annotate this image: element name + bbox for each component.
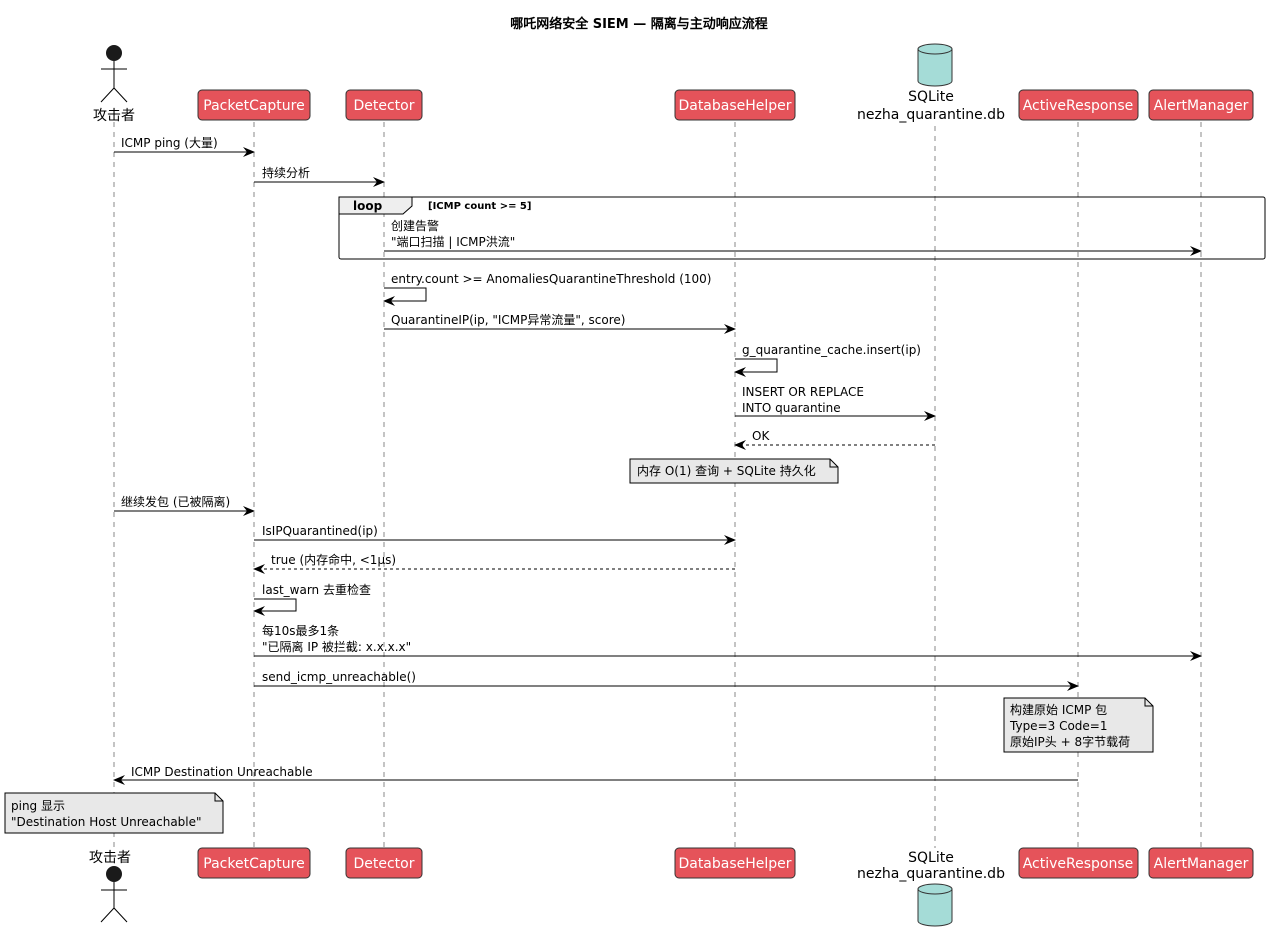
messages: ICMP ping (大量) 持续分析 创建告警 "端口扫描 | ICMP洪流"… — [113, 136, 1202, 785]
message-label: ICMP ping (大量) — [121, 136, 218, 150]
actor-head-icon — [106, 866, 122, 882]
message-label: send_icmp_unreachable() — [262, 670, 416, 684]
participant-capture-bottom: PacketCapture — [197, 847, 311, 879]
participant-label-active: ActiveResponse — [1023, 98, 1134, 114]
note-text: 内存 O(1) 查询 + SQLite 持久化 — [637, 463, 816, 478]
message-label: 继续发包 (已被隔离) — [121, 494, 230, 509]
participant-label-attacker-bottom: 攻击者 — [89, 850, 131, 866]
database-icon — [917, 49, 953, 87]
self-message-arrow — [734, 358, 778, 377]
participant-label-attacker: 攻击者 — [93, 108, 135, 124]
self-message-arrow — [383, 287, 427, 306]
lifelines — [113, 122, 1202, 848]
message-label: g_quarantine_cache.insert(ip) — [742, 343, 921, 357]
note-text: 构建原始 ICMP 包 — [1010, 702, 1107, 717]
participant-label-sqlite-file-bottom: nezha_quarantine.db — [857, 866, 1005, 882]
note-memory-query: 内存 O(1) 查询 + SQLite 持久化 — [629, 458, 839, 484]
database-icon — [917, 889, 953, 927]
participant-detector-top: Detector — [345, 89, 423, 121]
message-label: last_warn 去重检查 — [262, 582, 371, 597]
self-message-arrow — [253, 598, 297, 616]
message-label: IsIPQuarantined(ip) — [262, 524, 378, 538]
participant-label-active-bottom: ActiveResponse — [1023, 856, 1134, 872]
message-label: OK — [752, 429, 770, 443]
participant-active-bottom: ActiveResponse — [1018, 847, 1139, 879]
message-label: ICMP Destination Unreachable — [131, 765, 313, 779]
note-ping-display: ping 显示 "Destination Host Unreachable" — [4, 792, 224, 834]
message-label: 每10s最多1条 — [262, 623, 339, 638]
loop-condition: [ICMP count >= 5] — [428, 201, 531, 212]
loop-fragment: loop [ICMP count >= 5] — [338, 196, 1266, 260]
loop-keyword: loop — [353, 199, 383, 213]
note-text: "Destination Host Unreachable" — [11, 815, 202, 829]
message-label: 创建告警 — [391, 218, 439, 233]
note-icmp-packet: 构建原始 ICMP 包 Type=3 Code=1 原始IP头 + 8字节载荷 — [1003, 697, 1154, 753]
notes: 内存 O(1) 查询 + SQLite 持久化 构建原始 ICMP 包 Type… — [4, 458, 1154, 834]
diagram-title: 哪吒网络安全 SIEM — 隔离与主动响应流程 — [510, 16, 768, 32]
top-participants: 攻击者 PacketCapture Detector DatabaseHelpe… — [93, 43, 1254, 124]
participant-label-sqlite-file: nezha_quarantine.db — [857, 107, 1005, 123]
note-text: ping 显示 — [11, 799, 65, 813]
participant-label-alert-bottom: AlertManager — [1154, 856, 1249, 872]
message-label: INSERT OR REPLACE — [742, 385, 864, 399]
actor-head-icon — [106, 45, 122, 61]
participant-label-capture: PacketCapture — [203, 98, 304, 114]
message-label: "端口扫描 | ICMP洪流" — [391, 235, 515, 249]
participant-label-sqlite-name-bottom: SQLite — [908, 850, 954, 866]
participant-active-top: ActiveResponse — [1018, 89, 1139, 121]
participant-dbhelper-top: DatabaseHelper — [674, 89, 796, 121]
participant-label-dbhelper: DatabaseHelper — [678, 98, 791, 114]
participant-capture-top: PacketCapture — [197, 89, 311, 121]
participant-alert-bottom: AlertManager — [1148, 847, 1254, 879]
participant-label-detector: Detector — [353, 98, 414, 114]
database-sqlite-bottom: SQLite nezha_quarantine.db — [857, 850, 1005, 927]
participant-label-sqlite-name: SQLite — [908, 89, 954, 105]
database-sqlite-top: SQLite nezha_quarantine.db — [857, 43, 1005, 123]
participant-label-alert: AlertManager — [1154, 98, 1249, 114]
note-text: Type=3 Code=1 — [1009, 719, 1107, 733]
message-label: QuarantineIP(ip, "ICMP异常流量", score) — [391, 313, 625, 327]
participant-label-capture-bottom: PacketCapture — [203, 856, 304, 872]
participant-detector-bottom: Detector — [345, 847, 423, 879]
note-text: 原始IP头 + 8字节载荷 — [1010, 734, 1130, 749]
message-label: true (内存命中, <1μs) — [271, 552, 396, 567]
participant-dbhelper-bottom: DatabaseHelper — [674, 847, 796, 879]
participant-label-dbhelper-bottom: DatabaseHelper — [678, 856, 791, 872]
attacker-actor-bottom: 攻击者 — [89, 850, 131, 923]
attacker-actor-top: 攻击者 — [93, 45, 135, 124]
participant-alert-top: AlertManager — [1148, 89, 1254, 121]
message-label: INTO quarantine — [742, 401, 841, 415]
message-label: 持续分析 — [262, 165, 310, 180]
message-label: entry.count >= AnomaliesQuarantineThresh… — [391, 272, 711, 286]
bottom-participants: 攻击者 PacketCapture Detector DatabaseHelpe… — [89, 847, 1254, 927]
message-label: "已隔离 IP 被拦截: x.x.x.x" — [262, 639, 411, 654]
participant-label-detector-bottom: Detector — [353, 856, 414, 872]
